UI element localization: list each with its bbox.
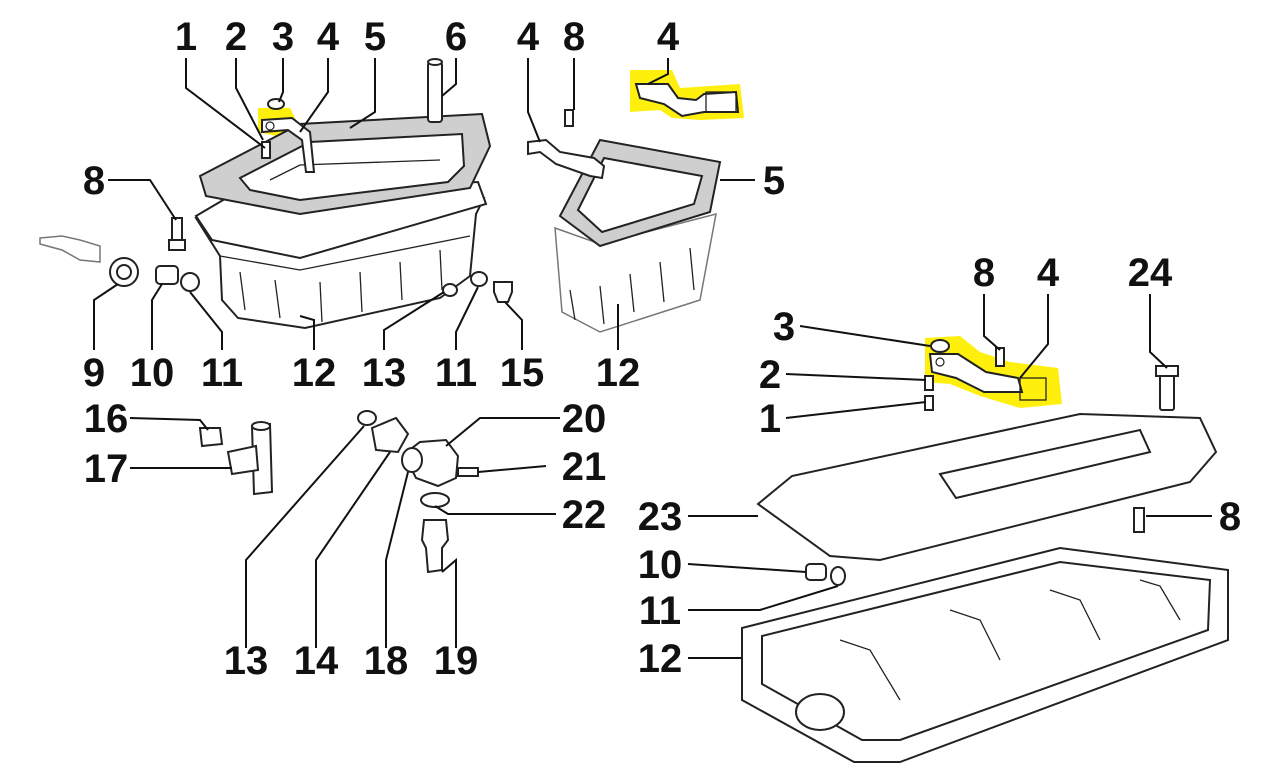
callout-13-bottom: 13 <box>224 639 269 683</box>
bolt-small-left <box>261 141 271 159</box>
drain-plug <box>493 281 513 303</box>
bolt-1-right <box>924 395 934 411</box>
union-19 <box>420 519 450 574</box>
callout-11-left: 11 <box>201 351 243 395</box>
bolt-8-upper-right <box>995 347 1005 367</box>
callout-14: 14 <box>294 639 339 683</box>
callout-labels: 1 2 3 4 5 6 4 8 4 5 8 9 10 11 12 13 11 1… <box>83 15 1241 683</box>
callout-18: 18 <box>364 639 409 683</box>
plug-10 <box>155 265 179 285</box>
bolt-8-lower-right <box>1133 507 1145 533</box>
callout-2-right: 2 <box>759 353 781 397</box>
o-ring-3-right <box>930 339 950 353</box>
fittings-group <box>198 410 479 574</box>
callout-4-center: 4 <box>517 15 540 59</box>
washer-13-top <box>442 283 458 297</box>
callout-11-right: 11 <box>639 589 681 633</box>
callout-8-left: 8 <box>83 159 105 203</box>
bolt-8-center <box>564 109 574 127</box>
plug-10-right <box>805 563 827 581</box>
callout-8-center: 8 <box>563 15 585 59</box>
callout-24: 24 <box>1128 251 1173 295</box>
callout-16: 16 <box>84 397 129 441</box>
callout-4-lower-right: 4 <box>1037 251 1060 295</box>
callout-12-right: 12 <box>638 637 683 681</box>
long-bolt-24 <box>1159 371 1175 411</box>
callout-1-top: 1 <box>175 15 197 59</box>
callout-3-right: 3 <box>773 305 795 349</box>
sensor-probe <box>39 235 101 263</box>
washer-11-right <box>830 566 846 586</box>
o-ring-13-lower <box>357 410 377 426</box>
callout-6-top: 6 <box>445 15 467 59</box>
callout-4-top-right: 4 <box>657 15 680 59</box>
callout-21: 21 <box>562 445 607 489</box>
callout-13-top: 13 <box>362 351 407 395</box>
callout-8-lower-right: 8 <box>1219 495 1241 539</box>
washer-11-left <box>180 272 200 292</box>
gasket-18 <box>401 447 423 473</box>
callout-12-left: 12 <box>292 351 337 395</box>
flange-14 <box>370 416 410 454</box>
callout-5-top: 5 <box>364 15 386 59</box>
washer-11-center <box>470 271 488 287</box>
bolt-2-right <box>924 375 934 391</box>
sump-assembly-center <box>527 83 740 333</box>
callout-17: 17 <box>84 447 129 491</box>
oil-pipe-top-right <box>634 83 740 118</box>
leader-lines <box>93 58 1212 659</box>
callout-11-center: 11 <box>435 351 477 395</box>
callout-15: 15 <box>500 351 545 395</box>
callout-10-right: 10 <box>638 543 683 587</box>
bolt-21 <box>457 467 479 477</box>
callout-5-center: 5 <box>763 159 785 203</box>
callout-20: 20 <box>562 397 607 441</box>
fitting-16 <box>198 427 224 448</box>
callout-23: 23 <box>638 495 683 539</box>
callout-8-upper-right: 8 <box>973 251 995 295</box>
o-ring-top <box>267 98 285 110</box>
callout-3-top: 3 <box>272 15 294 59</box>
callout-22: 22 <box>562 493 607 537</box>
callout-1-right: 1 <box>759 397 781 441</box>
dipstick-tube <box>427 61 443 123</box>
sump-assembly-left <box>39 58 513 330</box>
oil-pipe-center <box>527 138 606 180</box>
oil-pipe-lower-right <box>928 353 1024 393</box>
sump-assembly-right <box>741 339 1229 763</box>
callout-4-top: 4 <box>317 15 340 59</box>
callout-12-center: 12 <box>596 351 641 395</box>
callout-19: 19 <box>434 639 479 683</box>
callout-9: 9 <box>83 351 105 395</box>
washer-22 <box>420 492 450 508</box>
callout-2-top: 2 <box>225 15 247 59</box>
callout-10-left: 10 <box>130 351 175 395</box>
